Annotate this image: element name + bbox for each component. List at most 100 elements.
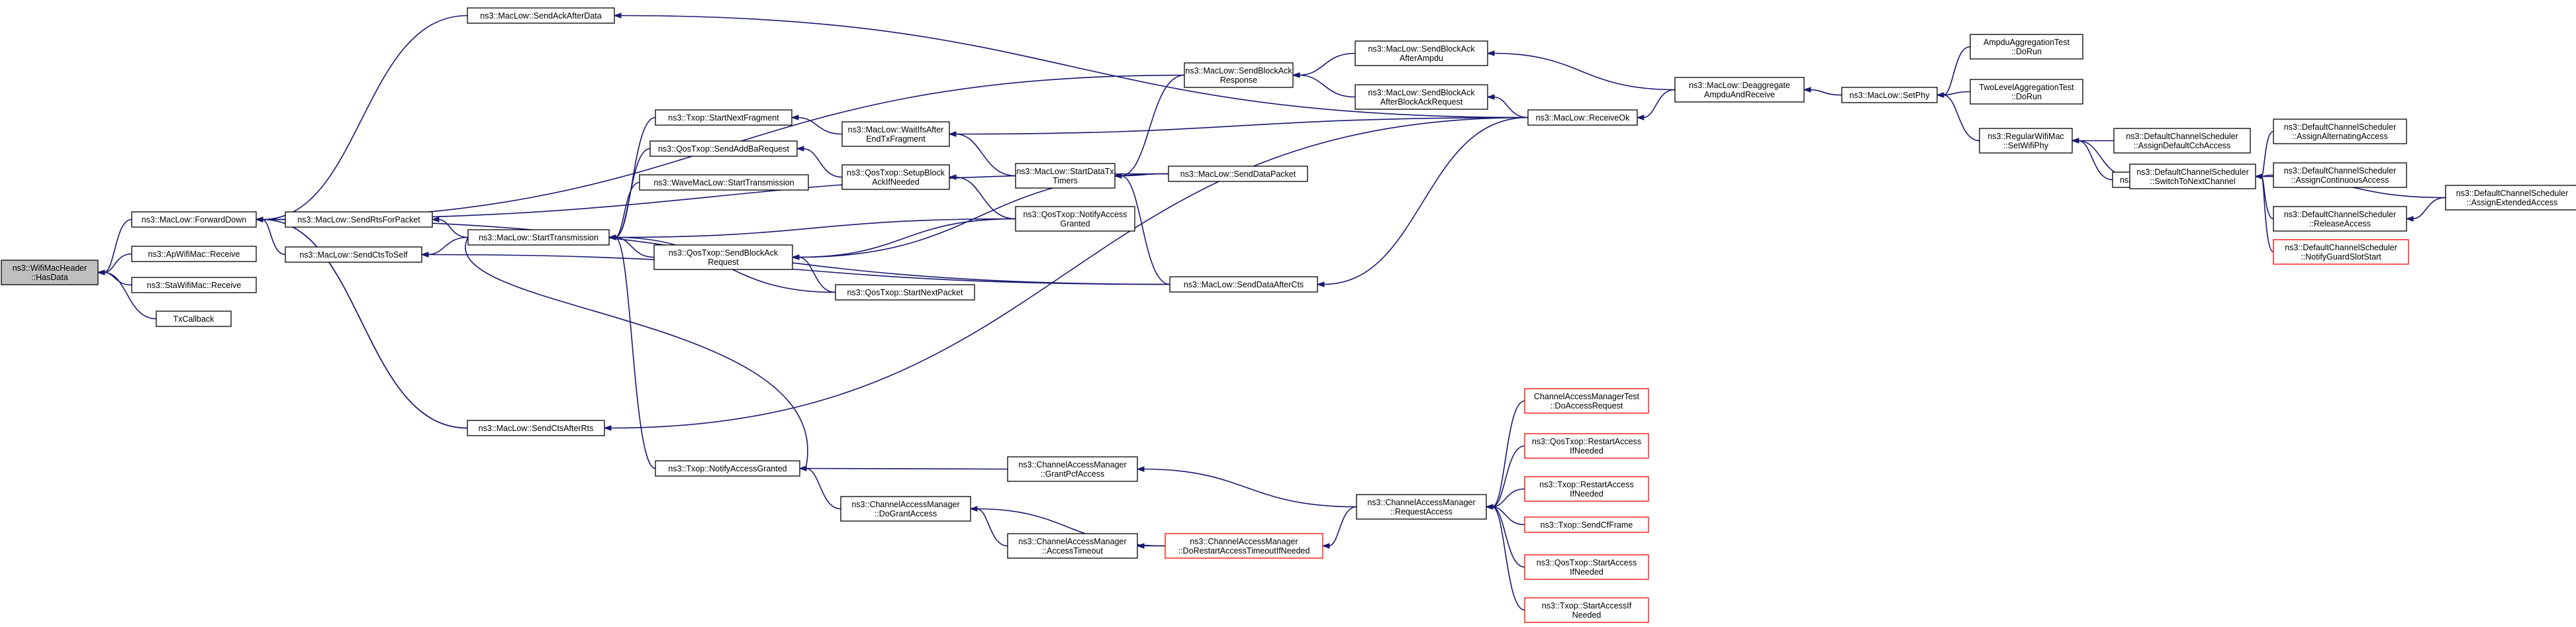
node-label: ns3::ApWifiMac::Receive bbox=[148, 250, 240, 259]
node-ampduaggregationtest-dorun[interactable]: AmpduAggregationTest::DoRun bbox=[1970, 34, 2083, 60]
node-ns3-defaultchannelscheduler-assigncontinuousaccess[interactable]: ns3::DefaultChannelScheduler::AssignCont… bbox=[2273, 162, 2407, 188]
node-label: ns3::MacLow::SendDataAfterCts bbox=[1184, 280, 1304, 289]
node-ns3-defaultchannelscheduler-assignextendedaccess[interactable]: ns3::DefaultChannelScheduler::AssignExte… bbox=[2445, 185, 2576, 211]
node-label: EndTxFragment bbox=[866, 134, 926, 144]
node-ns3-txop-notifyaccessgranted[interactable]: ns3::Txop::NotifyAccessGranted bbox=[655, 460, 800, 477]
node-label: Granted bbox=[1060, 219, 1090, 228]
node-ns3-channelaccessmanager-grantpcfaccess[interactable]: ns3::ChannelAccessManager::GrantPcfAcces… bbox=[1007, 456, 1138, 482]
node-ns3-apwifimac-receive[interactable]: ns3::ApWifiMac::Receive bbox=[131, 246, 257, 262]
node-ns3-wavemaclow-starttransmission[interactable]: ns3::WaveMacLow::StartTransmission bbox=[639, 174, 809, 191]
node-box bbox=[2113, 128, 2251, 154]
node-ns3-stawifimac-receive[interactable]: ns3::StaWifiMac::Receive bbox=[131, 277, 257, 293]
node-box bbox=[156, 311, 232, 327]
node-txcallback[interactable]: TxCallback bbox=[156, 311, 232, 327]
edge-startDataTimers-to-waitIfs bbox=[948, 131, 1016, 177]
node-label: ChannelAccessManagerTest bbox=[1534, 392, 1640, 401]
edge-staSetPhy-to-regSetPhy bbox=[2071, 138, 2113, 181]
node-twolevelaggregationtest-dorun[interactable]: TwoLevelAggregationTest::DoRun bbox=[1970, 79, 2083, 105]
node-ns3-qostxop-sendaddbarequest[interactable]: ns3::QosTxop::SendAddBaRequest bbox=[649, 140, 798, 157]
node-box bbox=[1184, 62, 1294, 88]
node-box bbox=[131, 246, 257, 262]
edge-setPhy-to-deagg bbox=[1803, 87, 1842, 96]
node-label: ns3::ChannelAccessManager bbox=[1367, 498, 1475, 507]
node-ns3-maclow-setphy[interactable]: ns3::MacLow::SetPhy bbox=[1841, 87, 1938, 103]
node-label: AmpduAggregationTest bbox=[1983, 38, 2070, 47]
node-ns3-maclow-sendctsafterrts[interactable]: ns3::MacLow::SendCtsAfterRts bbox=[467, 420, 605, 436]
node-ns3-channelaccessmanager-dograntaccess[interactable]: ns3::ChannelAccessManager::DoGrantAccess bbox=[840, 496, 971, 522]
edge-dataAfterCts-to-ctsToSelf bbox=[420, 252, 1170, 285]
node-label: ns3::MacLow::SendBlockAck bbox=[1368, 88, 1475, 97]
node-label: ns3::MacLow::SendRtsForPacket bbox=[297, 215, 420, 224]
node-ns3-maclow-forwarddown[interactable]: ns3::MacLow::ForwardDown bbox=[131, 211, 257, 228]
edge-cmDoRestart-to-cmTimeout bbox=[1136, 543, 1165, 549]
node-ns3-regularwifimac-setwifiphy[interactable]: ns3::RegularWifiMac::SetWifiPhy bbox=[1979, 128, 2073, 154]
node-label: ns3::ChannelAccessManager bbox=[1018, 460, 1126, 469]
node-ns3-maclow-starttransmission[interactable]: ns3::MacLow::StartTransmission bbox=[467, 229, 610, 246]
node-label: ::AccessTimeout bbox=[1042, 546, 1103, 555]
node-label: ::AssignDefaultCchAccess bbox=[2134, 141, 2231, 150]
node-ns3-maclow-senddatapacket[interactable]: ns3::MacLow::SendDataPacket bbox=[1168, 166, 1308, 182]
node-ns3-maclow-receiveok[interactable]: ns3::MacLow::ReceiveOk bbox=[1527, 109, 1638, 126]
node-box bbox=[2273, 239, 2409, 265]
node-label: ::DoRun bbox=[2011, 92, 2042, 101]
node-ns3-defaultchannelscheduler-assignalternatingaccess[interactable]: ns3::DefaultChannelScheduler::AssignAlte… bbox=[2273, 119, 2407, 144]
node-ns3-channelaccessmanager-dorestartaccesstimeoutifneeded[interactable]: ns3::ChannelAccessManager::DoRestartAcce… bbox=[1165, 533, 1323, 559]
node-label: ns3::StaWifiMac::Receive bbox=[147, 281, 241, 290]
node-ns3-maclow-senddataaftercts[interactable]: ns3::MacLow::SendDataAfterCts bbox=[1169, 276, 1318, 293]
edge-receiveOk-to-ctsAfterRts bbox=[603, 117, 1529, 431]
node-ns3-defaultchannelscheduler-switchtonextchannel[interactable]: ns3::DefaultChannelScheduler::SwitchToNe… bbox=[2129, 164, 2256, 189]
edge-cmGrantPcf-to-txopNotify bbox=[798, 465, 1008, 471]
node-ns3-maclow-sendrtsforpacket[interactable]: ns3::MacLow::SendRtsForPacket bbox=[285, 211, 433, 228]
node-label: Request bbox=[708, 258, 739, 267]
node-ns3-maclow-sendblockackafterblockackrequest[interactable]: ns3::MacLow::SendBlockAckAfterBlockAckRe… bbox=[1355, 84, 1488, 110]
node-ns3-wifimacheader-hasdata[interactable]: ns3::WifiMacHeader::HasData bbox=[1, 260, 99, 285]
node-ns3-defaultchannelscheduler-assigndefaultcchaccess[interactable]: ns3::DefaultChannelScheduler::AssignDefa… bbox=[2113, 128, 2251, 154]
node-ns3-qostxop-notifyaccessgranted[interactable]: ns3::QosTxop::NotifyAccessGranted bbox=[1015, 206, 1135, 232]
node-ns3-txop-sendcfframe[interactable]: ns3::Txop::SendCfFrame bbox=[1524, 516, 1649, 533]
node-ns3-maclow-sendctstoself[interactable]: ns3::MacLow::SendCtsToSelf bbox=[285, 246, 422, 263]
edge-receiveOk-to-baAfterBaReq bbox=[1486, 94, 1529, 119]
node-label: Needed bbox=[1572, 610, 1601, 620]
node-channelaccessmanagertest-doaccessrequest[interactable]: ChannelAccessManagerTest::DoAccessReques… bbox=[1524, 388, 1649, 414]
node-ns3-defaultchannelscheduler-notifyguardslotstart[interactable]: ns3::DefaultChannelScheduler::NotifyGuar… bbox=[2273, 239, 2409, 265]
node-ns3-qostxop-startnextpacket[interactable]: ns3::QosTxop::StartNextPacket bbox=[835, 284, 975, 301]
node-box bbox=[1015, 163, 1116, 189]
node-label: ns3::Txop::NotifyAccessGranted bbox=[668, 464, 787, 473]
node-box bbox=[1524, 516, 1649, 533]
node-label: ns3::Txop::RestartAccess bbox=[1539, 480, 1633, 489]
node-label: IfNeeded bbox=[1570, 567, 1603, 577]
node-label: ns3::WaveMacLow::StartTransmission bbox=[653, 178, 794, 187]
node-ns3-defaultchannelscheduler-releaseaccess[interactable]: ns3::DefaultChannelScheduler::ReleaseAcc… bbox=[2273, 206, 2407, 232]
edge-baAfterBaReq-to-baResp bbox=[1292, 72, 1356, 98]
node-label: ns3::QosTxop::SetupBlock bbox=[847, 168, 945, 177]
node-box bbox=[131, 277, 257, 293]
node-label: ns3::MacLow::SendBlockAck bbox=[1368, 44, 1475, 54]
edge-qosNotify-to-startTx bbox=[608, 218, 1016, 240]
node-box bbox=[1524, 597, 1649, 623]
node-label: ::NotifyGuardSlotStart bbox=[2301, 252, 2381, 262]
edge-receiveOk-to-dataAfterCts bbox=[1316, 117, 1529, 287]
node-ns3-channelaccessmanager-accesstimeout[interactable]: ns3::ChannelAccessManager::AccessTimeout bbox=[1007, 533, 1138, 559]
node-label: ns3::MacLow::SendAckAfterData bbox=[480, 11, 601, 21]
node-label: ns3::ChannelAccessManager bbox=[1018, 537, 1126, 546]
node-label: ns3::MacLow::SendBlockAck bbox=[1185, 66, 1292, 75]
node-ns3-maclow-sendackafterdata[interactable]: ns3::MacLow::SendAckAfterData bbox=[467, 7, 615, 24]
edge-fwd-to-root bbox=[97, 218, 132, 275]
node-ns3-txop-startnextfragment[interactable]: ns3::Txop::StartNextFragment bbox=[655, 109, 792, 126]
node-label: ns3::ChannelAccessManager bbox=[1190, 537, 1298, 546]
edge-startTx-to-txopNotify bbox=[465, 237, 808, 471]
node-label: ns3::WifiMacHeader bbox=[13, 264, 87, 273]
node-ns3-channelaccessmanager-requestaccess[interactable]: ns3::ChannelAccessManager::RequestAccess bbox=[1356, 494, 1487, 520]
node-box bbox=[1524, 476, 1649, 502]
